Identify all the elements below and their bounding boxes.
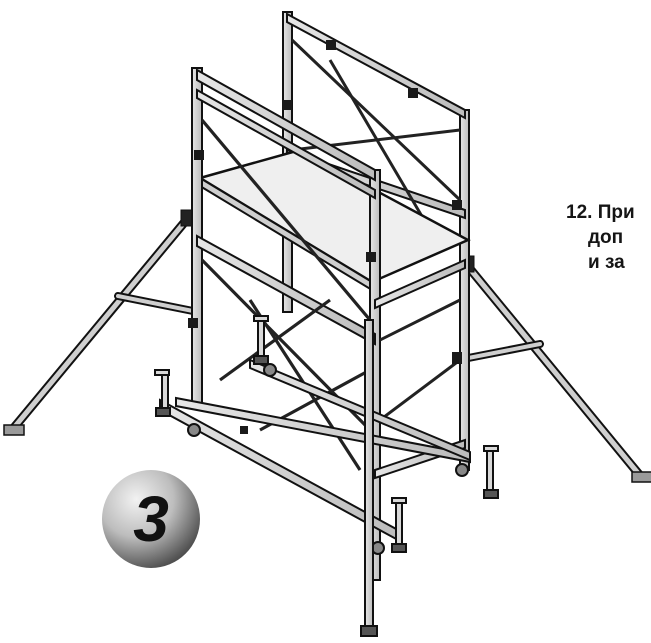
caster-wheels — [187, 363, 469, 555]
base-frame — [159, 358, 471, 542]
instruction-line-1: 12. При — [566, 202, 635, 223]
front-post — [360, 319, 378, 637]
frame-clamps — [188, 40, 462, 434]
leveling-feet — [154, 315, 499, 553]
step-number: 3 — [133, 483, 169, 555]
step-badge: 3 — [102, 470, 200, 568]
front-left-frame — [191, 67, 381, 581]
right-outrigger — [454, 255, 651, 483]
instruction-line-3: и за — [588, 252, 625, 273]
left-outrigger — [3, 209, 202, 436]
instruction-line-2: доп — [588, 227, 624, 248]
assembly-instruction-text: 12. При доп и за — [566, 200, 635, 275]
